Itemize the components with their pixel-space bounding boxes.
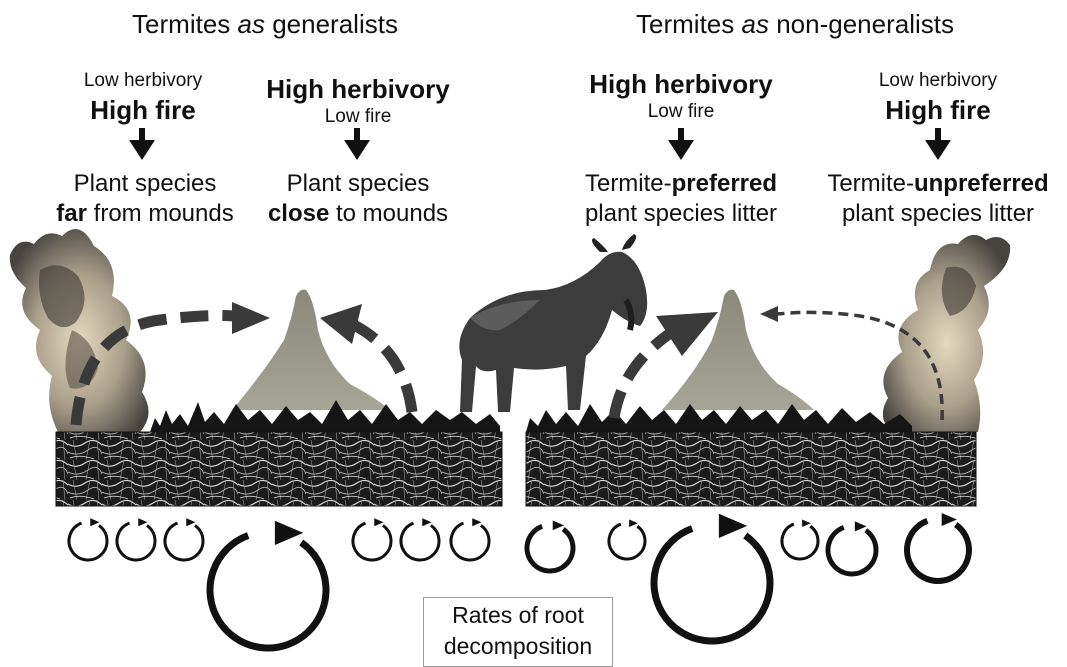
down-arrow-icon [129, 128, 155, 160]
decomposition-cycle-icon [401, 518, 439, 560]
decomposition-cycle-icon [353, 518, 391, 560]
decomposition-cycle-icon [210, 521, 326, 648]
legend-box: Rates of root decomposition [423, 597, 613, 667]
down-arrow-icon [344, 128, 370, 160]
decomposition-cycle-icon [828, 521, 876, 574]
decomposition-cycle-icon [782, 519, 818, 559]
termite-mound-icon [232, 290, 390, 410]
fire-smoke-icon [883, 235, 1010, 432]
soil-panel-right [526, 432, 976, 506]
decomposition-cycle-icon [527, 521, 573, 571]
decomposition-cycle-icon [609, 519, 645, 559]
down-arrow-icon [668, 128, 694, 160]
wildebeest-icon [459, 234, 647, 412]
decomposition-cycle-icon [69, 518, 107, 560]
decomposition-cycle-icon [654, 514, 770, 641]
down-arrow-icon [925, 128, 951, 160]
decomposition-cycle-icon [117, 518, 155, 560]
legend-line2: decomposition [424, 631, 612, 662]
soil-panel-left [56, 432, 502, 506]
decomposition-cycle-icon [165, 518, 203, 560]
legend-line1: Rates of root [424, 600, 612, 631]
decomposition-cycle-icon [907, 513, 969, 581]
decomposition-cycle-icon [451, 518, 489, 560]
